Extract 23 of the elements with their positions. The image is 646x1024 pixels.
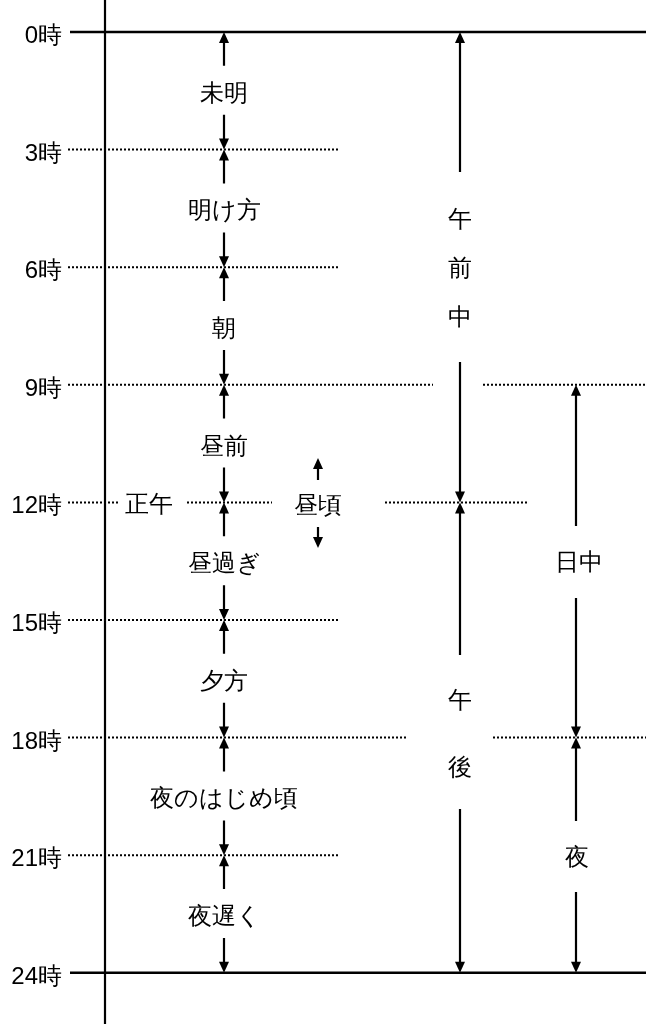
hour-label: 18時	[11, 728, 62, 754]
hour-label: 9時	[24, 375, 62, 401]
period-label: 夕方	[200, 668, 248, 694]
period-label: 昼過ぎ	[187, 550, 261, 576]
period-label: 正午	[125, 491, 173, 517]
period-label: 日中	[555, 549, 603, 575]
period-label: 夜	[565, 844, 589, 870]
hour-label: 21時	[11, 845, 62, 871]
period-label: 昼前	[200, 433, 248, 459]
hour-label: 15時	[11, 610, 62, 636]
period-label: 夜遅く	[187, 903, 261, 929]
period-label: 明け方	[187, 197, 261, 223]
hour-label: 6時	[24, 257, 62, 283]
period-label: 夜のはじめ頃	[150, 785, 298, 811]
period-label: 昼頃	[294, 492, 342, 518]
period-label: 未明	[200, 80, 248, 106]
hour-label: 3時	[24, 140, 62, 166]
period-label: 朝	[212, 315, 236, 341]
hour-label: 24時	[11, 963, 62, 989]
hour-label: 0時	[24, 22, 62, 48]
period-label: 午後	[448, 685, 472, 782]
hour-label: 12時	[11, 492, 62, 518]
period-label: 午前中	[448, 203, 472, 332]
